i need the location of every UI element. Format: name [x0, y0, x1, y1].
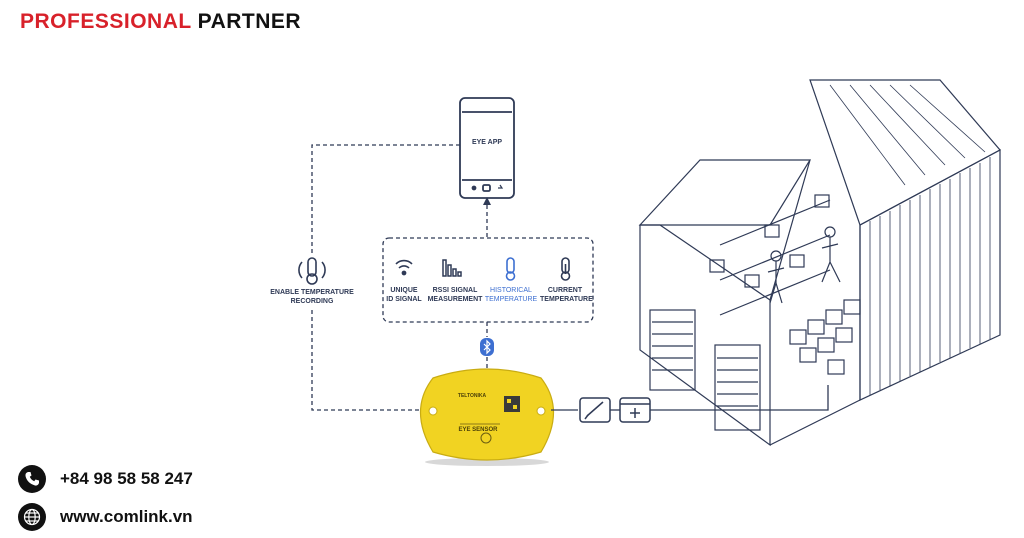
feature-box [382, 237, 594, 323]
phone-icon [459, 97, 515, 199]
enable-label: ENABLE TEMPERATURE RECORDING [270, 289, 354, 305]
syringe-icon [579, 397, 611, 423]
connection-lines [311, 144, 594, 411]
arrow-up-icon [483, 197, 491, 205]
feature-label: HISTORICAL TEMPERATURE [484, 287, 538, 303]
thermometer-icon [298, 257, 326, 285]
phone-icon [18, 465, 46, 493]
feature-label: UNIQUE ID SIGNAL [386, 287, 422, 303]
thermometer-icon [505, 257, 516, 281]
phone-label: EYE APP [471, 139, 503, 146]
thermometer-icon [560, 257, 571, 281]
brand-rest: PARTNER [197, 10, 302, 33]
sensor-label: EYE SENSOR [458, 427, 498, 433]
globe-icon [18, 503, 46, 531]
brand-title: PROFESSIONAL PARTNER [20, 10, 301, 34]
phone-contact: +84 98 58 58 247 [18, 465, 193, 493]
brand-accent: PROFESSIONAL [20, 10, 192, 33]
sensor-brand: TELTONIKA [457, 393, 487, 399]
phone-number[interactable]: +84 98 58 58 247 [60, 469, 193, 488]
medical-kit-icon [619, 397, 651, 423]
wifi-icon [395, 259, 413, 276]
website-link[interactable]: www.comlink.vn [60, 507, 193, 526]
warehouse-illustration [638, 79, 1001, 447]
eye-sensor [419, 368, 555, 466]
signal-bars-icon [442, 259, 462, 277]
feature-label: CURRENT TEMPERATURE [540, 287, 593, 303]
web-contact: www.comlink.vn [18, 503, 193, 531]
feature-label: RSSI SIGNAL MEASUREMENT [427, 287, 483, 303]
bluetooth-icon [480, 338, 494, 356]
